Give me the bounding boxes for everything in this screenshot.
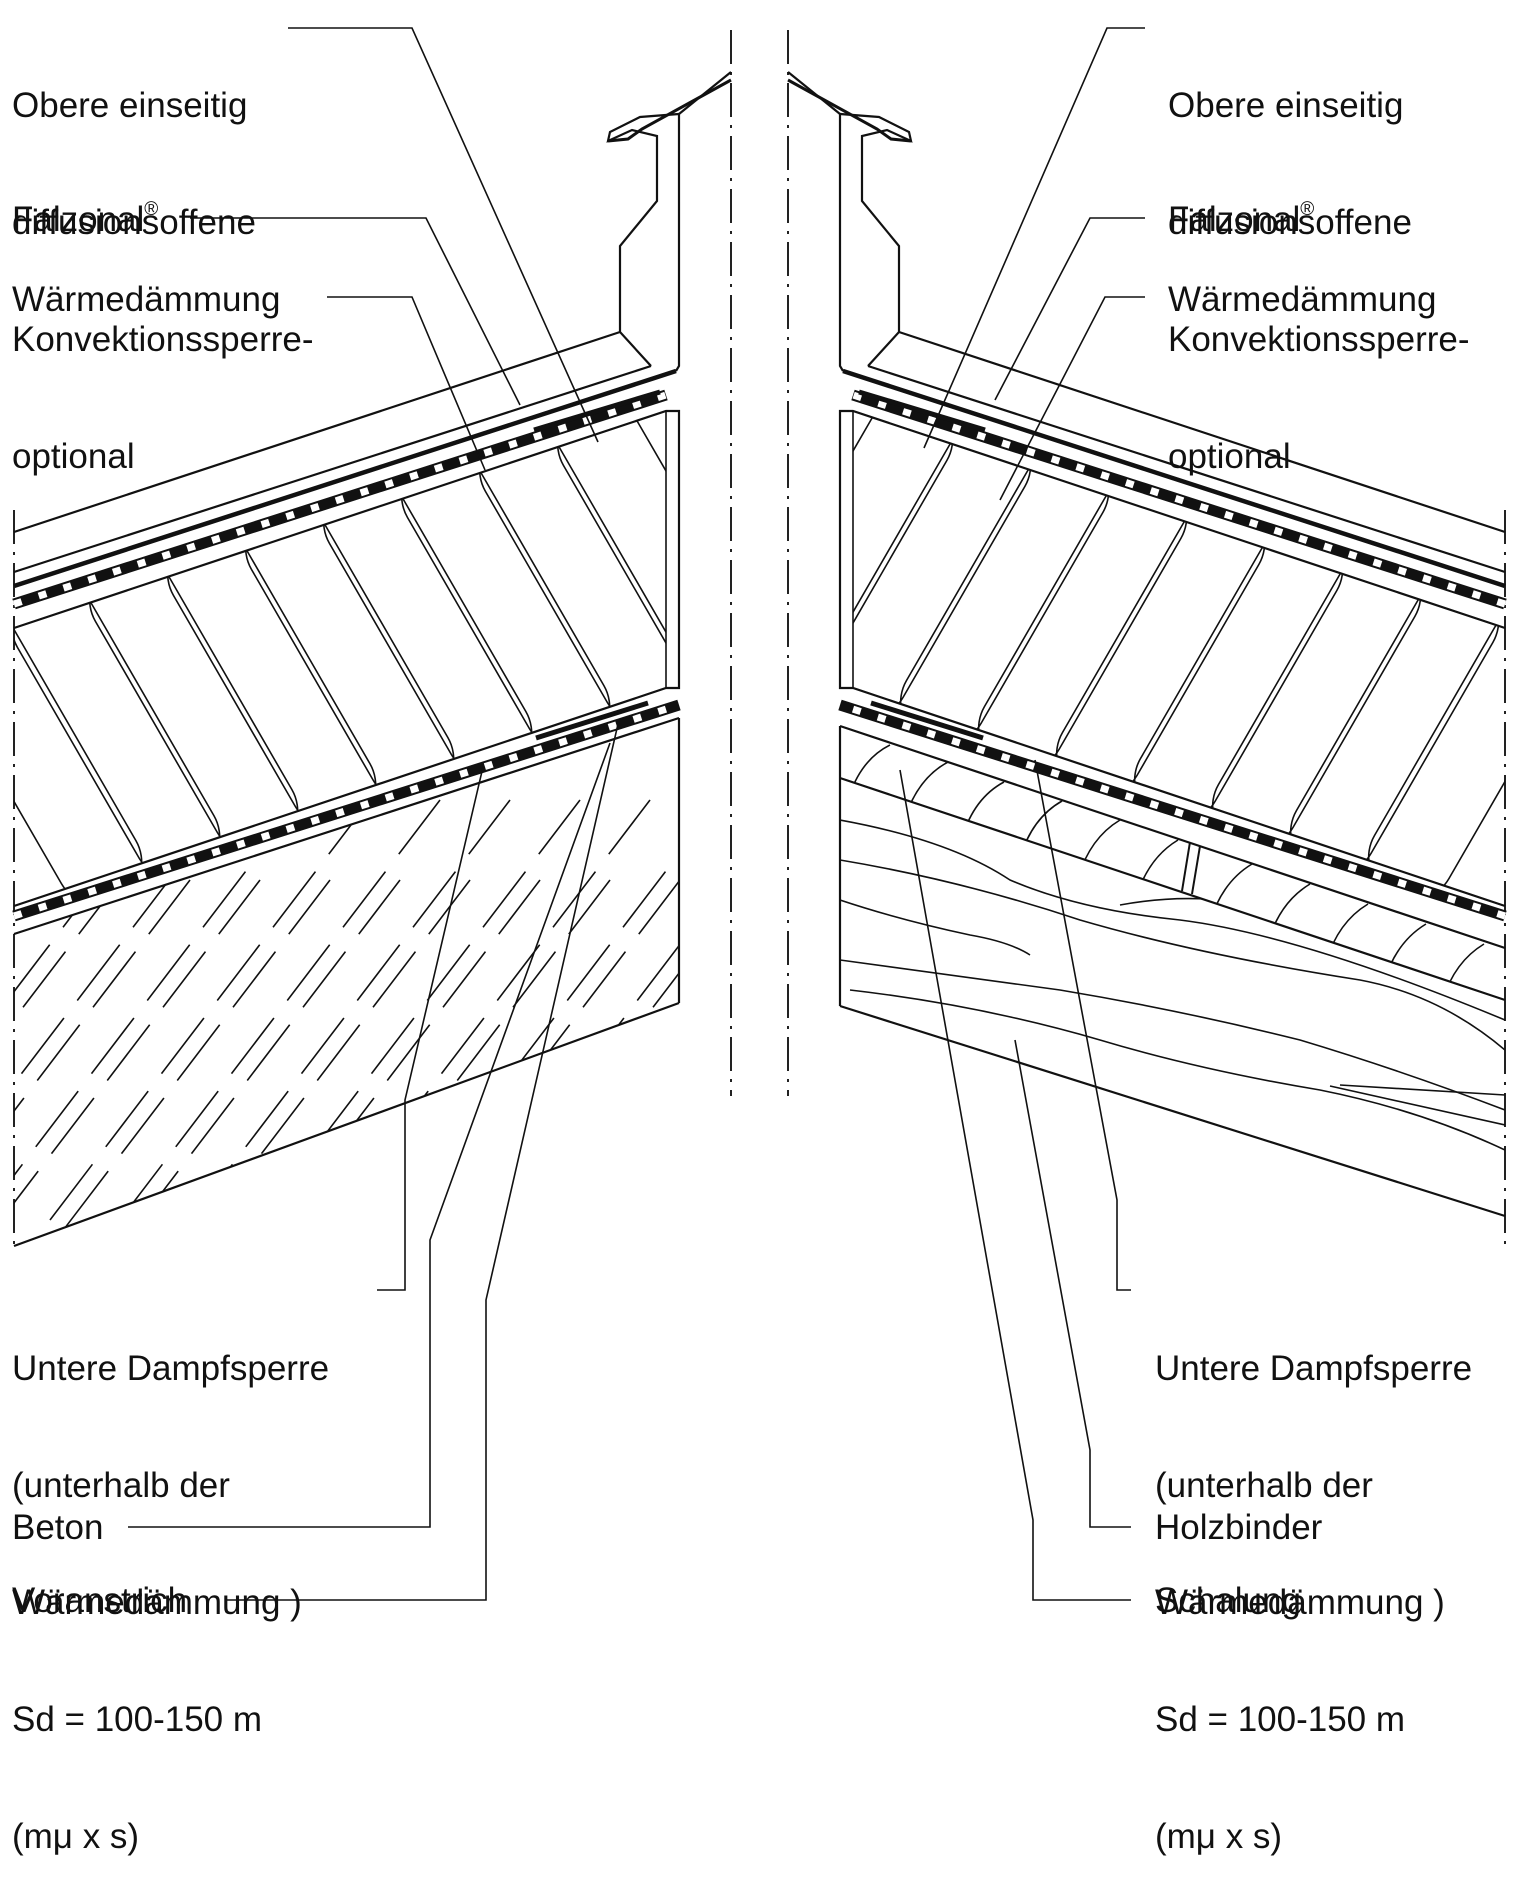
concrete-text: Beton (12, 1508, 104, 1547)
ridge-axis-lines (730, 30, 789, 1096)
right-timber-truss-label: Holzbinder (1155, 1508, 1322, 1547)
label-line: optional (1168, 437, 1291, 476)
label-line: (unterhalb der (12, 1466, 230, 1505)
right-insulation-label: Wärmedämmung (1168, 280, 1436, 319)
right-boarding (838, 724, 1506, 1006)
label-line: Konvektionssperre- (12, 320, 314, 359)
label-line: Obere einseitig (1168, 86, 1404, 125)
insulation-text: Wärmedämmung (12, 280, 281, 319)
left-primer-label: Voranstrich (12, 1581, 187, 1620)
timber-truss-text: Holzbinder (1155, 1508, 1323, 1547)
label-line: optional (12, 437, 135, 476)
left-lower-vapour-barrier (12, 699, 681, 922)
label-line: (mμ x s) (12, 1817, 140, 1856)
left-falzonal-label: Falzonal® (12, 200, 158, 239)
registered-mark: ® (1300, 199, 1315, 220)
right-roof-section (787, 71, 1507, 1218)
label-line: diffusionsoffene (1168, 203, 1412, 242)
label-line: Wärmedämmung ) (1155, 1583, 1445, 1622)
left-concrete-label: Beton (12, 1508, 103, 1547)
right-convection-barrier-label: Obere einseitig diffusionsoffene Konvekt… (1168, 8, 1470, 515)
falzonal-text: Falzonal (12, 200, 145, 239)
right-upper-barrier (851, 389, 1507, 610)
right-boarding-label: Schalung (1155, 1581, 1301, 1620)
left-concrete (13, 716, 681, 1248)
leader-lines (128, 27, 1145, 1601)
left-insulation-label: Wärmedämmung (12, 280, 280, 319)
label-line: Sd = 100-150 m (12, 1700, 263, 1739)
primer-text: Voranstrich (12, 1581, 188, 1620)
boarding-text: Schalung (1155, 1581, 1301, 1620)
edge-axis-lines (13, 510, 1506, 1246)
label-line: Wärmedämmung ) (12, 1583, 302, 1622)
right-falzonal-label: Falzonal® (1168, 200, 1314, 239)
registered-mark: ® (144, 199, 159, 220)
label-line: Sd = 100-150 m (1155, 1700, 1406, 1739)
label-line: Untere Dampfsperre (12, 1349, 330, 1388)
label-line: (mμ x s) (1155, 1817, 1283, 1856)
label-line: (unterhalb der (1155, 1466, 1373, 1505)
label-line: Konvektionssperre- (1168, 320, 1470, 359)
left-upper-barrier (12, 389, 668, 610)
left-falzonal-sheet (13, 71, 732, 589)
right-lower-vapour-barrier (838, 699, 1507, 922)
insulation-text: Wärmedämmung (1168, 280, 1437, 319)
roof-ridge-section-drawing (12, 27, 1507, 1601)
label-line: Untere Dampfsperre (1155, 1349, 1473, 1388)
left-roof-section (12, 71, 732, 1248)
right-falzonal-sheet (787, 71, 1506, 589)
label-line: Obere einseitig (12, 86, 248, 125)
left-convection-barrier-label: Obere einseitig diffusionsoffene Konvekt… (12, 8, 314, 515)
label-line: diffusionsoffene (12, 203, 256, 242)
falzonal-text: Falzonal (1168, 200, 1301, 239)
right-timber-truss (839, 819, 1506, 1218)
